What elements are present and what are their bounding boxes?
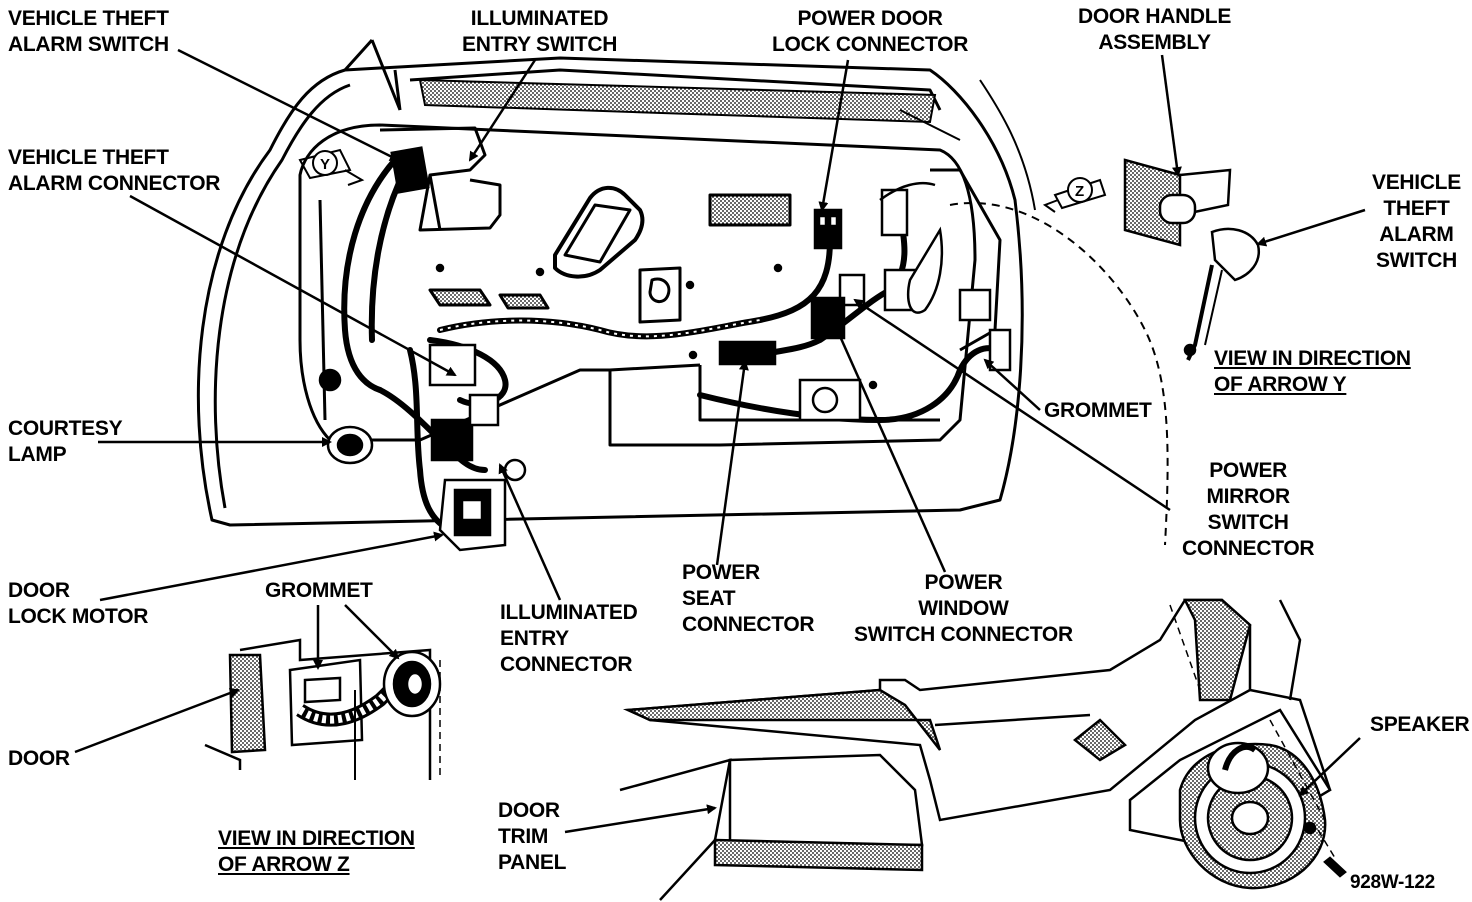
label-line: DOOR [498,799,560,822]
label-line: GROMMET [1044,399,1152,422]
label-door: DOOR [8,746,70,772]
label-line: POWER [924,571,1003,594]
speaker-drawing [1178,741,1347,890]
label-line: POWER [1209,459,1288,482]
leader-grommet-bottom-right [344,604,400,660]
label-door-handle-assembly: DOOR HANDLE ASSEMBLY [1078,4,1231,56]
arrow-y-letter: Y [320,156,330,173]
label-line: VIEW IN DIRECTION [218,827,415,850]
window-channel [418,78,937,124]
label-line: THEFT [1383,197,1450,220]
leader-vehicle-theft-alarm-connector [129,194,457,377]
label-line: PANEL [498,851,567,874]
leader-illuminated-entry-switch [468,59,537,162]
label-line: DOOR HANDLE [1078,5,1232,28]
label-line: ENTRY [500,627,569,650]
label-vehicle-theft-alarm-switch: VEHICLE THEFT ALARM SWITCH [8,6,169,58]
label-line: VEHICLE [1372,171,1461,194]
label-line: TRIM [498,825,549,848]
label-line: POWER [682,561,760,584]
label-line: SEAT [682,587,736,610]
label-line: ALARM [1379,223,1454,246]
figure-code: 928W-122 [1350,870,1435,896]
label-line: 928W-122 [1350,872,1435,893]
label-grommet-bottom: GROMMET [265,578,373,604]
label-line: MIRROR [1206,485,1290,508]
label-line: CONNECTOR [682,613,815,636]
dashed-edge [949,202,1169,546]
label-line: VEHICLE THEFT [8,146,169,169]
door-inner-panel [196,38,1024,527]
label-line: SPEAKER [1370,713,1470,736]
leader-power-window-switch-connector [833,323,947,573]
label-line: COURTESY [8,417,123,440]
label-power-door-lock-connector: POWER DOOR LOCK CONNECTOR [772,6,968,58]
leader-door-trim-panel [564,804,717,834]
label-line: LAMP [8,443,67,466]
label-line: OF ARROW Z [218,853,350,876]
leader-door-handle-assembly [1160,54,1182,177]
leader-vehicle-theft-alarm-switch-right [1256,208,1366,247]
label-line: ILLUMINATED [500,601,638,624]
label-line: LOCK CONNECTOR [772,33,969,56]
label-line: ILLUMINATED [470,7,609,30]
label-speaker: SPEAKER [1370,712,1470,738]
label-power-window-switch-connector: POWER WINDOW SWITCH CONNECTOR [854,570,1073,648]
leader-speaker [1298,737,1361,797]
label-line: SWITCH [1375,249,1457,272]
label-line: CONNECTOR [1182,537,1315,560]
leader-vehicle-theft-alarm-switch [177,48,400,162]
door-components [318,146,1012,552]
label-line: SWITCH CONNECTOR [854,623,1073,646]
label-power-mirror-switch-connector: POWER MIRROR SWITCH CONNECTOR [1182,458,1315,562]
label-view-arrow-z: VIEW IN DIRECTION OF ARROW Z [218,826,415,878]
label-line: DOOR [8,579,70,602]
grommet-inset [204,638,442,780]
label-line: POWER DOOR [797,7,943,30]
label-line: OF ARROW Y [1214,373,1347,396]
label-line: VIEW IN DIRECTION [1214,347,1411,370]
door-edge-line [979,79,1036,211]
label-view-arrow-y: VIEW IN DIRECTION OF ARROW Y [1214,346,1411,398]
leader-grommet-right [983,358,1041,411]
label-illuminated-entry-switch: ILLUMINATED ENTRY SWITCH [462,6,617,58]
label-line: WINDOW [918,597,1009,620]
label-line: GROMMET [265,579,373,602]
leader-lines [74,48,1366,834]
label-line: ALARM SWITCH [8,33,169,56]
label-line: VEHICLE THEFT [8,7,169,30]
label-courtesy-lamp: COURTESY LAMP [8,416,123,468]
leader-door-lock-motor [99,531,444,602]
leader-door [74,688,240,754]
door-handle-inset [1123,158,1261,361]
label-grommet-right: GROMMET [1044,398,1152,424]
label-line: CONNECTOR [500,653,633,676]
label-line: LOCK MOTOR [8,605,149,628]
label-line: ASSEMBLY [1098,31,1211,54]
arrow-z-letter: Z [1075,183,1084,200]
label-line: ENTRY SWITCH [462,33,618,56]
label-vehicle-theft-alarm-switch-right: VEHICLE THEFT ALARM SWITCH [1372,170,1461,274]
label-door-trim-panel: DOOR TRIM PANEL [498,798,566,876]
label-line: SWITCH [1207,511,1289,534]
leader-illuminated-entry-connector [498,463,562,601]
projection-lines [439,604,1336,859]
leader-power-door-lock-connector [818,59,850,212]
label-vehicle-theft-alarm-connector: VEHICLE THEFT ALARM CONNECTOR [8,145,220,197]
label-illuminated-entry-connector: ILLUMINATED ENTRY CONNECTOR [500,600,638,678]
arrow-z-marker [1042,177,1107,213]
arrow-y-marker [298,148,365,186]
label-door-lock-motor: DOOR LOCK MOTOR [8,578,148,630]
label-power-seat-connector: POWER SEAT CONNECTOR [682,560,815,638]
label-line: ALARM CONNECTOR [8,172,221,195]
leader-power-seat-connector [715,360,749,566]
leader-power-mirror-switch-connector [853,298,1171,512]
label-line: DOOR [8,747,70,770]
